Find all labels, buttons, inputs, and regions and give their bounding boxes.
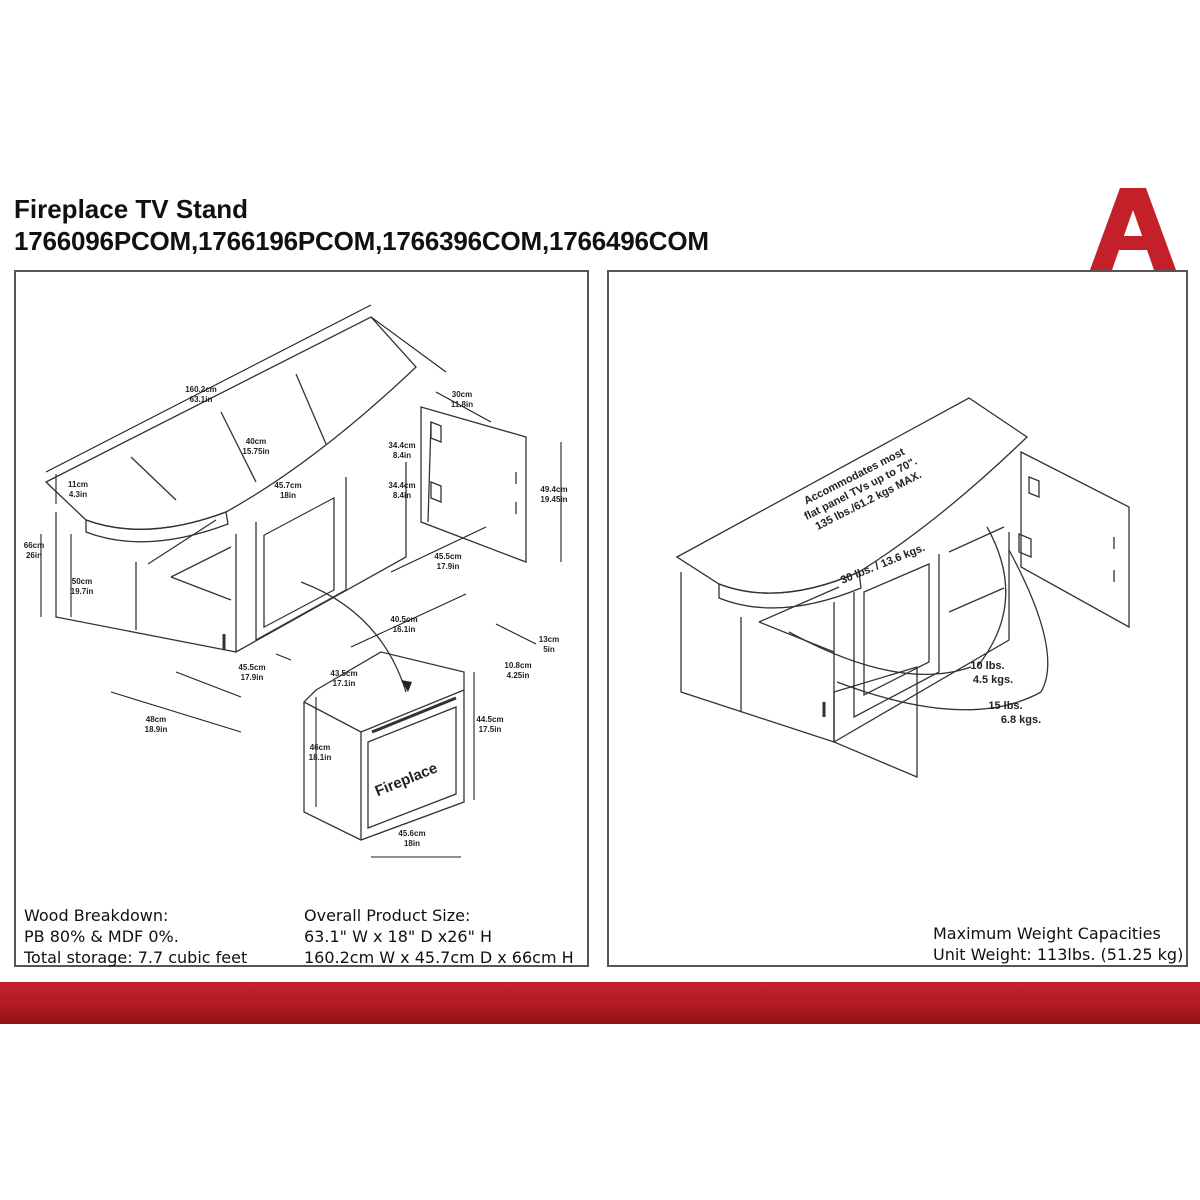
shelf-capacity-a: 10 lbs. 4.5 kgs. bbox=[970, 660, 1013, 686]
weight-capacities: Maximum Weight Capacities Unit Weight: 1… bbox=[933, 924, 1184, 964]
footer-bar bbox=[0, 982, 1200, 1024]
model-numbers: 1766096PCOM,1766196PCOM,1766396COM,17664… bbox=[14, 226, 709, 256]
top-shelf-capacity: 30 lbs. / 13.6 kgs. bbox=[839, 542, 927, 587]
brand-logo bbox=[1090, 188, 1176, 270]
weight-capacity-panel: Accommodates most flat panel TVs up to 7… bbox=[607, 270, 1188, 967]
overall-product-size: Overall Product Size: 63.1" W x 18" D x2… bbox=[304, 906, 574, 967]
stand-capacity-drawing: Accommodates most flat panel TVs up to 7… bbox=[675, 397, 1130, 778]
fireplace-label: Fireplace bbox=[373, 760, 440, 800]
wood-breakdown: Wood Breakdown: PB 80% & MDF 0%. Total s… bbox=[24, 906, 248, 967]
page-title: Fireplace TV Stand bbox=[14, 194, 249, 224]
shelf-capacity-b: 15 lbs. 6.8 kgs. bbox=[988, 700, 1041, 726]
